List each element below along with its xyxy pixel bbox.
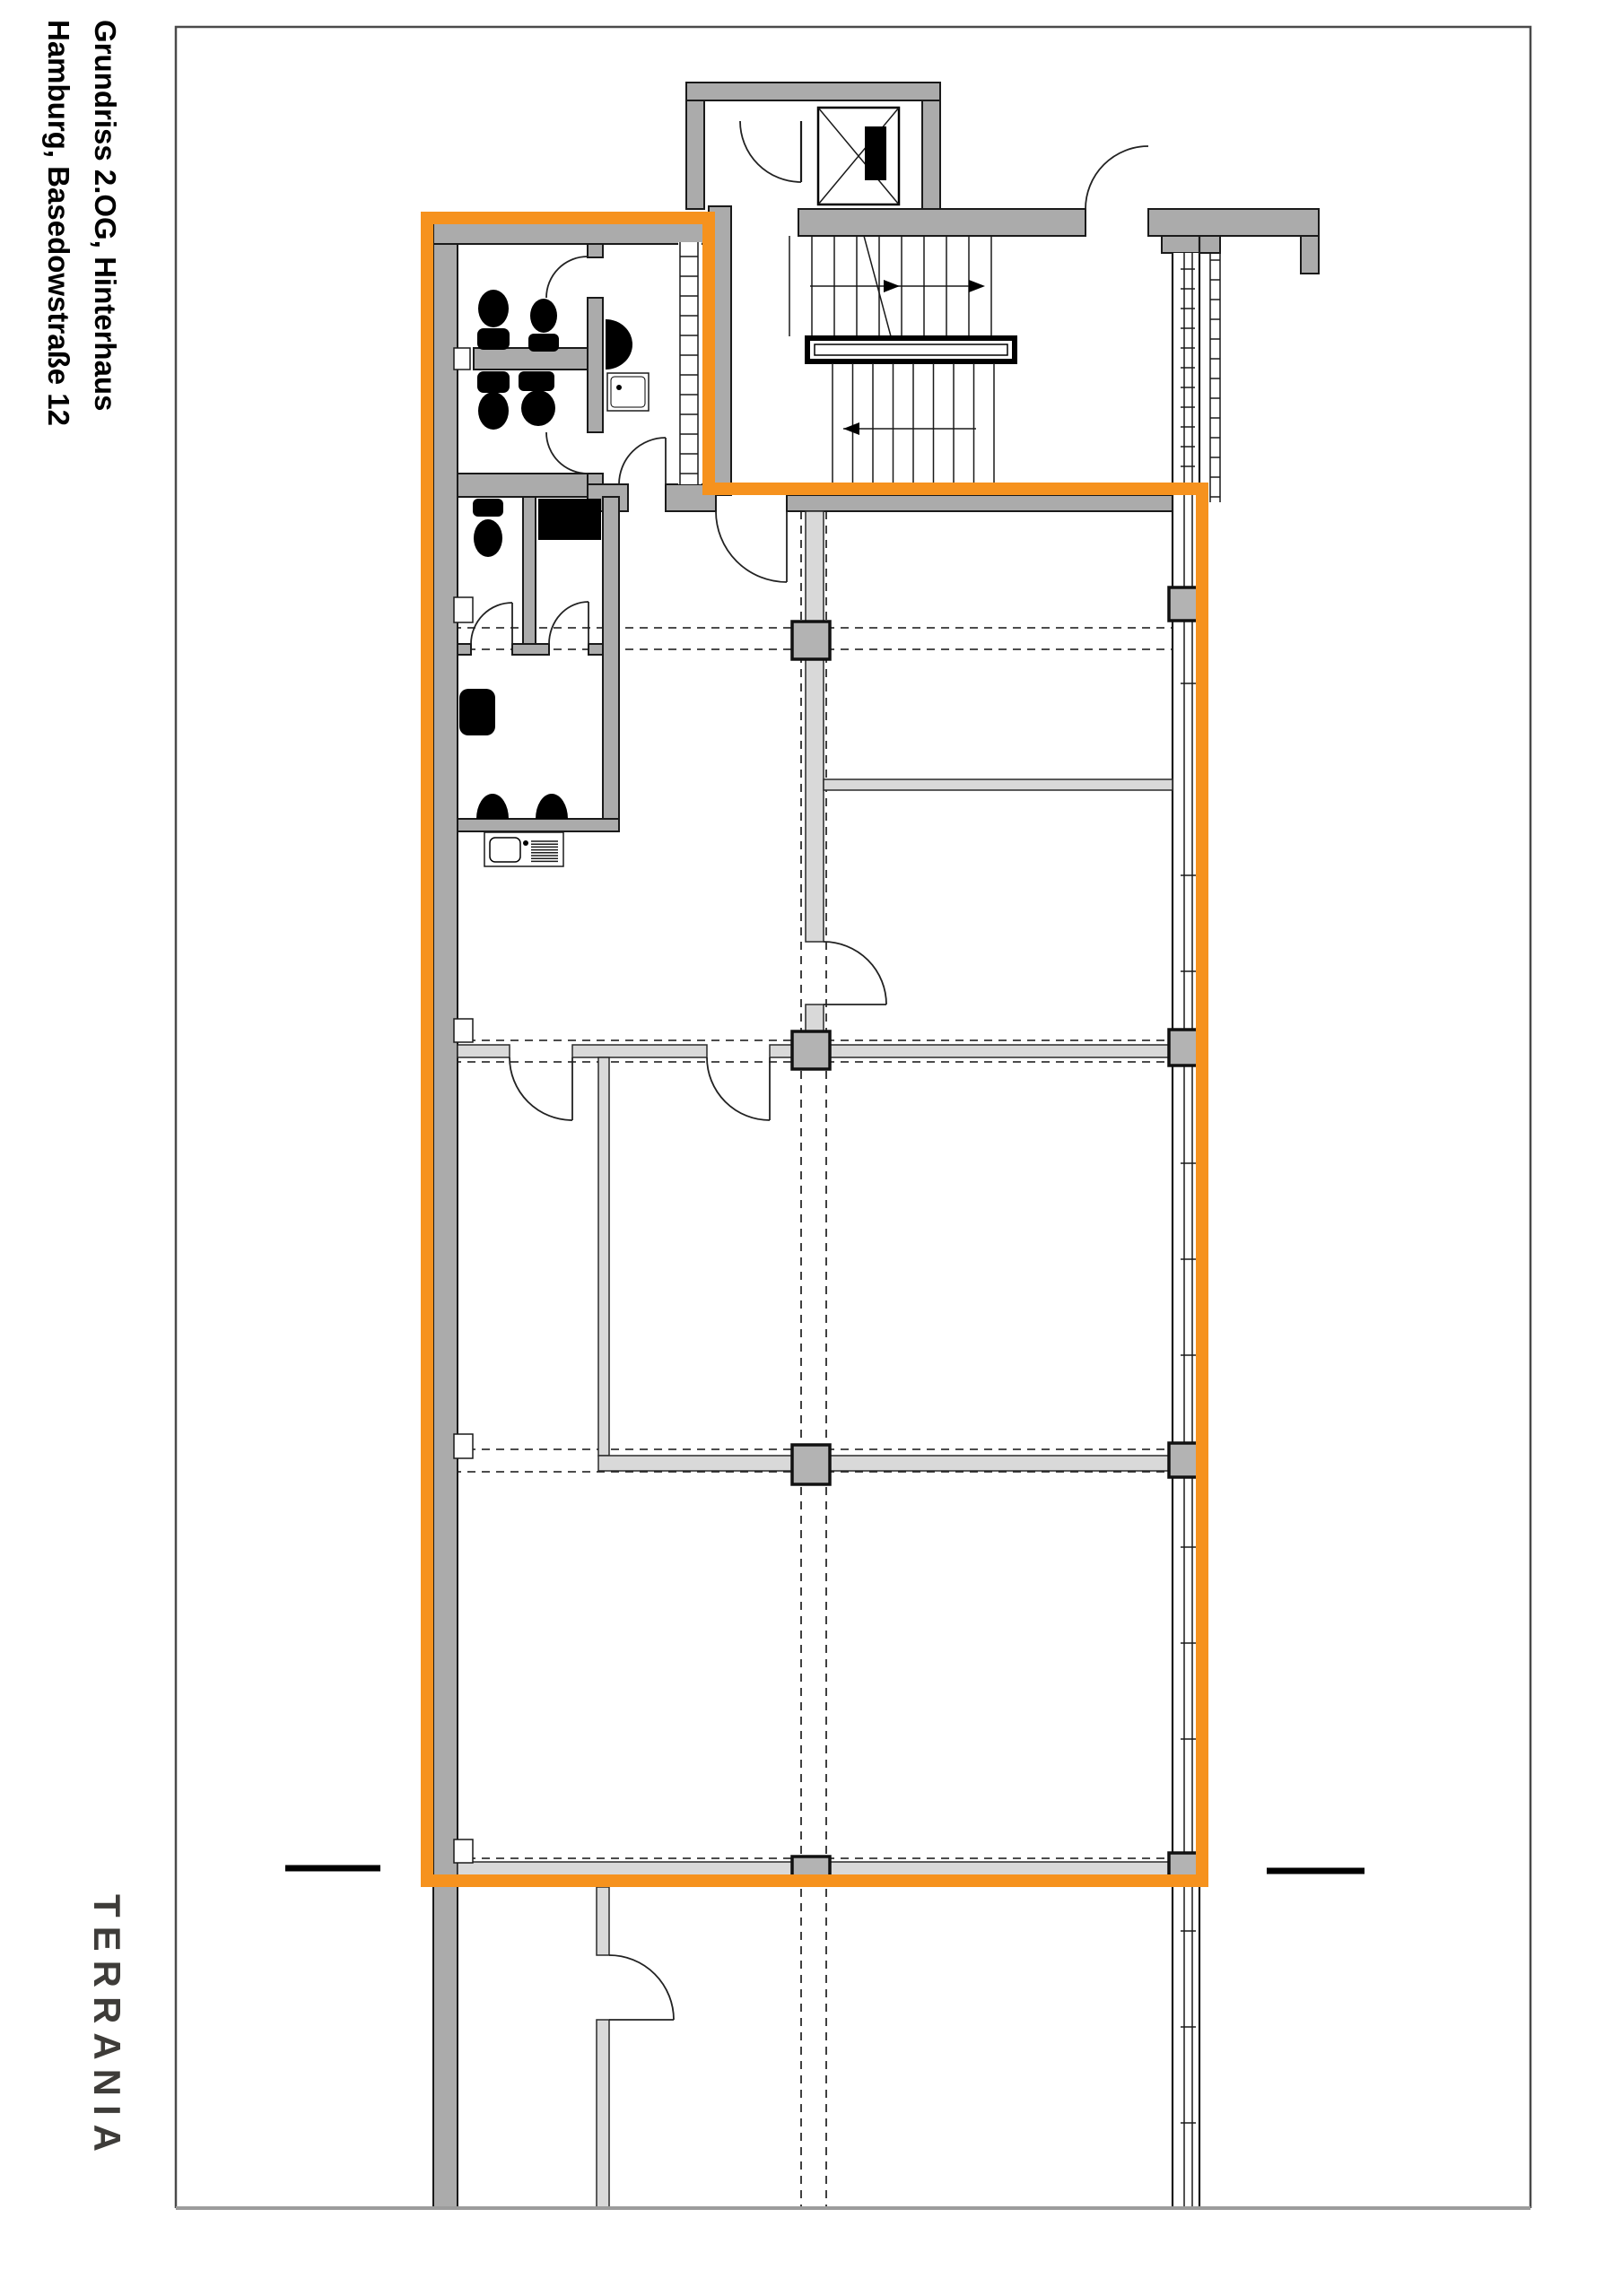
shower-icon [538, 499, 601, 540]
window-band-right [1171, 236, 1201, 2208]
stair-up-arrow [884, 280, 900, 292]
washbasin-icon [606, 319, 632, 370]
interior-partitions [457, 510, 1173, 2209]
sheet-frame [174, 25, 1532, 2208]
grid-axes [453, 511, 1197, 2208]
urinal-icon [476, 794, 509, 819]
wall-niches [453, 347, 474, 1864]
boiler-icon [459, 689, 495, 735]
unit-outline [421, 212, 1208, 1887]
shower-tray-icon [606, 372, 650, 412]
exterior-walls [432, 82, 1320, 2209]
window-band-front-house [1209, 253, 1221, 502]
wc-block [457, 243, 667, 867]
kitchenette-sink-icon [484, 831, 564, 867]
staircase [789, 145, 1149, 484]
stair-down-arrow [843, 422, 859, 435]
structural-columns [790, 586, 1201, 1883]
toilet-icons [473, 290, 559, 557]
glass-partition [678, 242, 702, 484]
elevator-shaft-icon [739, 106, 901, 206]
urinal-icon-2 [536, 794, 568, 819]
